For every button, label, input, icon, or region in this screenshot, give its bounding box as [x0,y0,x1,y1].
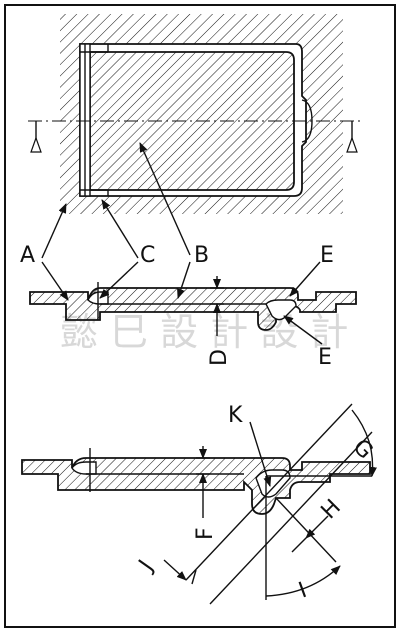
drawing-border [4,4,396,628]
angle-ref-line-1 [185,403,353,581]
leader-C-plan [101,199,139,259]
leader-A-plan [41,203,67,259]
section1-tongue [265,299,297,321]
dim-G-arc [351,409,377,477]
leader-A-section [41,261,69,301]
watermark-text: 懿 巳 設 計 設 計 [60,310,348,354]
section2-groove [71,461,97,475]
label-D: D [207,349,232,366]
label-K: K [228,403,243,428]
dim-J-tick [191,569,197,585]
leader-C-section [99,261,139,299]
plan-panel [89,51,295,191]
label-E-top: E [320,243,334,268]
section-view-1 [29,261,357,345]
leader-E-top [289,261,321,297]
plan-side-bump [301,99,313,143]
section-view-2 [21,403,377,605]
dim-H-arrow-2 [291,537,307,553]
section-arrow-left-head [30,136,42,153]
label-J: J [133,556,158,577]
label-B: B [194,243,209,268]
label-H: H [317,495,346,524]
leader-B-plan [139,142,191,256]
dim-I-arc [265,565,341,597]
section-arrow-right-head [346,136,358,153]
angle-ref-line-2 [209,431,373,605]
leader-B-section [177,261,191,299]
label-C: C [140,243,155,268]
plan-view [28,14,360,259]
dim-H-arrow-1 [305,515,329,539]
label-A: A [20,243,35,268]
dim-J-arrow-1 [163,559,187,581]
label-F: F [193,527,218,540]
label-E-bottom: E [318,345,332,370]
leader-E-bottom [283,315,323,345]
